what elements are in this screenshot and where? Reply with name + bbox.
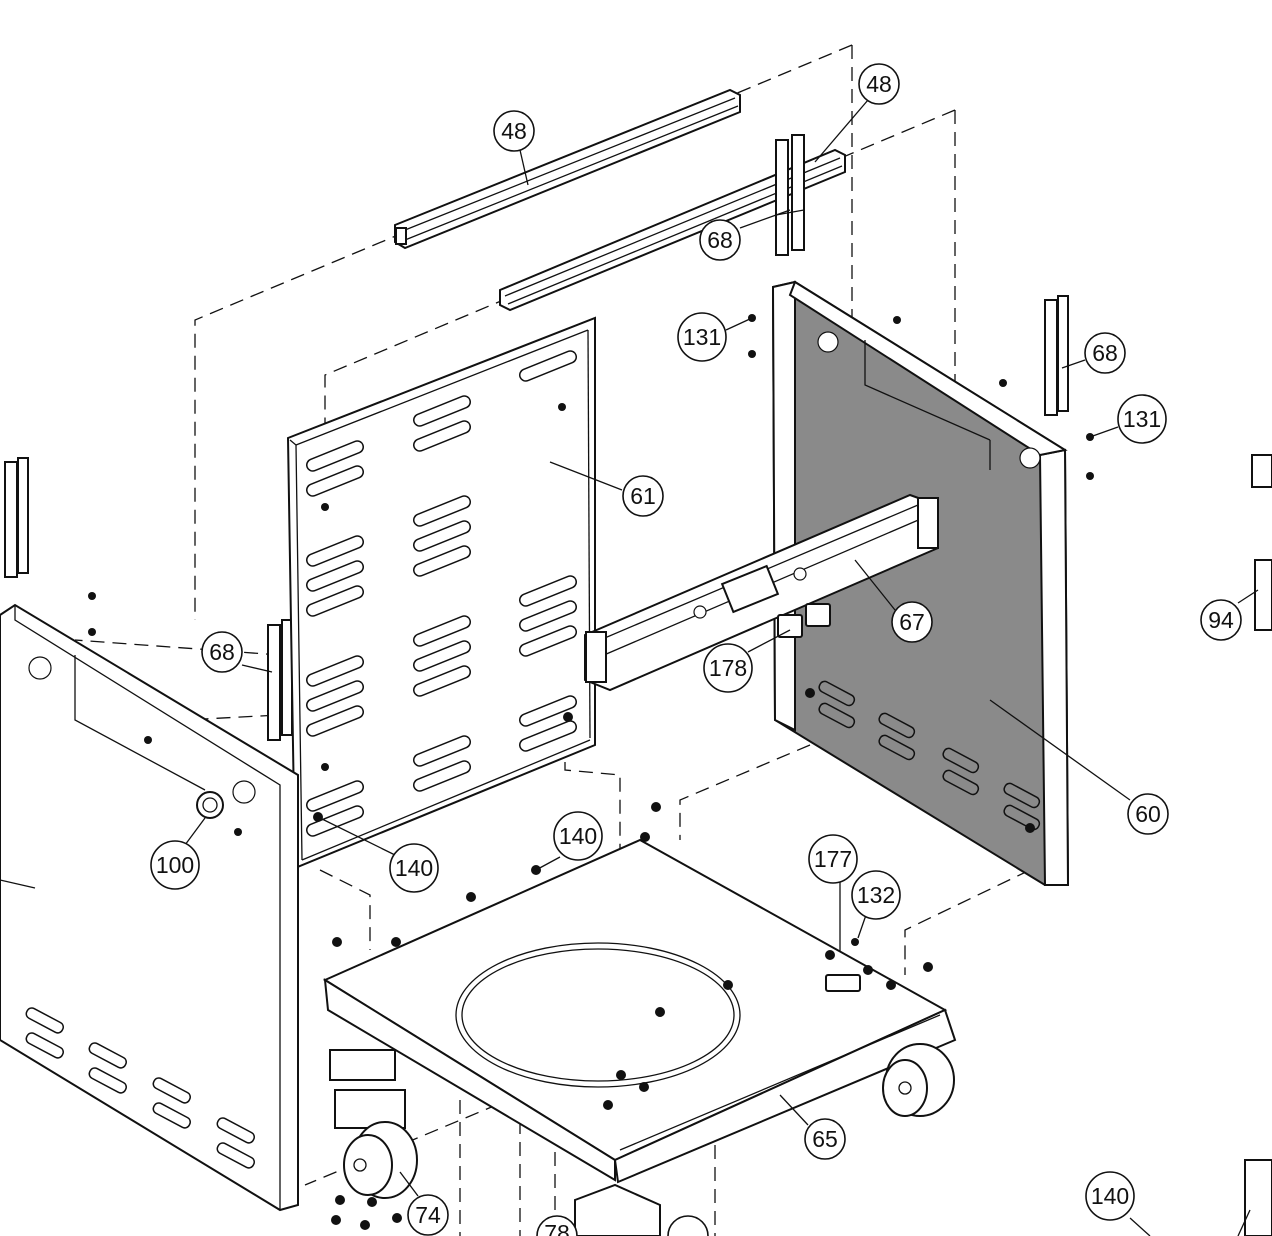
callout-label: 48 (501, 118, 527, 144)
callout-68-upper: 68 (699, 219, 741, 261)
callout-132: 132 (851, 870, 901, 920)
casters (329, 1043, 955, 1236)
bracket-far-right (1044, 295, 1069, 416)
callout-label: 78 (544, 1220, 570, 1236)
bracket-upper-right (775, 134, 805, 256)
callout-140-bottom-right: 140 (1085, 1171, 1135, 1221)
clips-178 (777, 603, 831, 638)
callout-label: 178 (709, 655, 747, 681)
callout-label: 68 (707, 227, 733, 253)
callout-68-right: 68 (1084, 332, 1126, 374)
callout-100: 100 (150, 840, 200, 890)
cross-brace (584, 493, 939, 692)
base-tray (322, 838, 957, 1184)
callout-61: 61 (622, 475, 664, 517)
screws (88, 314, 1094, 1230)
bracket-far-left (4, 457, 29, 578)
callout-label: 48 (866, 71, 892, 97)
callout-94: 94 (1200, 599, 1242, 641)
top-rail-front (394, 88, 741, 250)
callout-label: 131 (683, 324, 721, 350)
left-panel-slots (25, 1007, 255, 1169)
callout-label: 65 (812, 1126, 838, 1152)
callout-label: 131 (1123, 406, 1161, 432)
callout-partial-bottom (667, 1215, 709, 1236)
callout-48-rear: 48 (858, 63, 900, 105)
bracket-left-center (267, 619, 293, 741)
callout-67: 67 (891, 601, 933, 643)
callout-label: 68 (1092, 340, 1118, 366)
callout-178: 178 (703, 643, 753, 693)
callout-label: 140 (559, 823, 597, 849)
callout-177: 177 (808, 834, 858, 884)
callout-131-left: 131 (677, 312, 727, 362)
callout-label: 61 (630, 483, 656, 509)
callout-label: 140 (395, 855, 433, 881)
callout-label: 132 (857, 882, 895, 908)
callout-label: 60 (1135, 801, 1161, 827)
callout-label: 68 (209, 639, 235, 665)
back-panel-slots (305, 350, 578, 837)
left-side-panel (0, 603, 299, 1212)
callout-78: 78 (536, 1215, 578, 1236)
callout-60: 60 (1127, 793, 1169, 835)
back-panel (286, 316, 596, 870)
clip-177 (825, 974, 861, 992)
callout-label: 74 (415, 1202, 441, 1228)
callout-label: 94 (1208, 607, 1234, 633)
callout-65: 65 (804, 1118, 846, 1160)
edge-part-bottom-right (1244, 1159, 1272, 1236)
callout-74: 74 (407, 1194, 449, 1236)
callout-140-center: 140 (553, 811, 603, 861)
callout-label: 100 (156, 852, 194, 878)
callout-68-left: 68 (201, 631, 243, 673)
callout-label: 67 (899, 609, 925, 635)
leader-lines (0, 99, 1259, 1236)
callout-131-right: 131 (1117, 394, 1167, 444)
callout-48-front: 48 (493, 110, 535, 152)
callout-140-left: 140 (389, 843, 439, 893)
callout-label: 140 (1091, 1183, 1129, 1209)
callout-label: 177 (814, 846, 852, 872)
edge-part-94 (1251, 454, 1272, 631)
